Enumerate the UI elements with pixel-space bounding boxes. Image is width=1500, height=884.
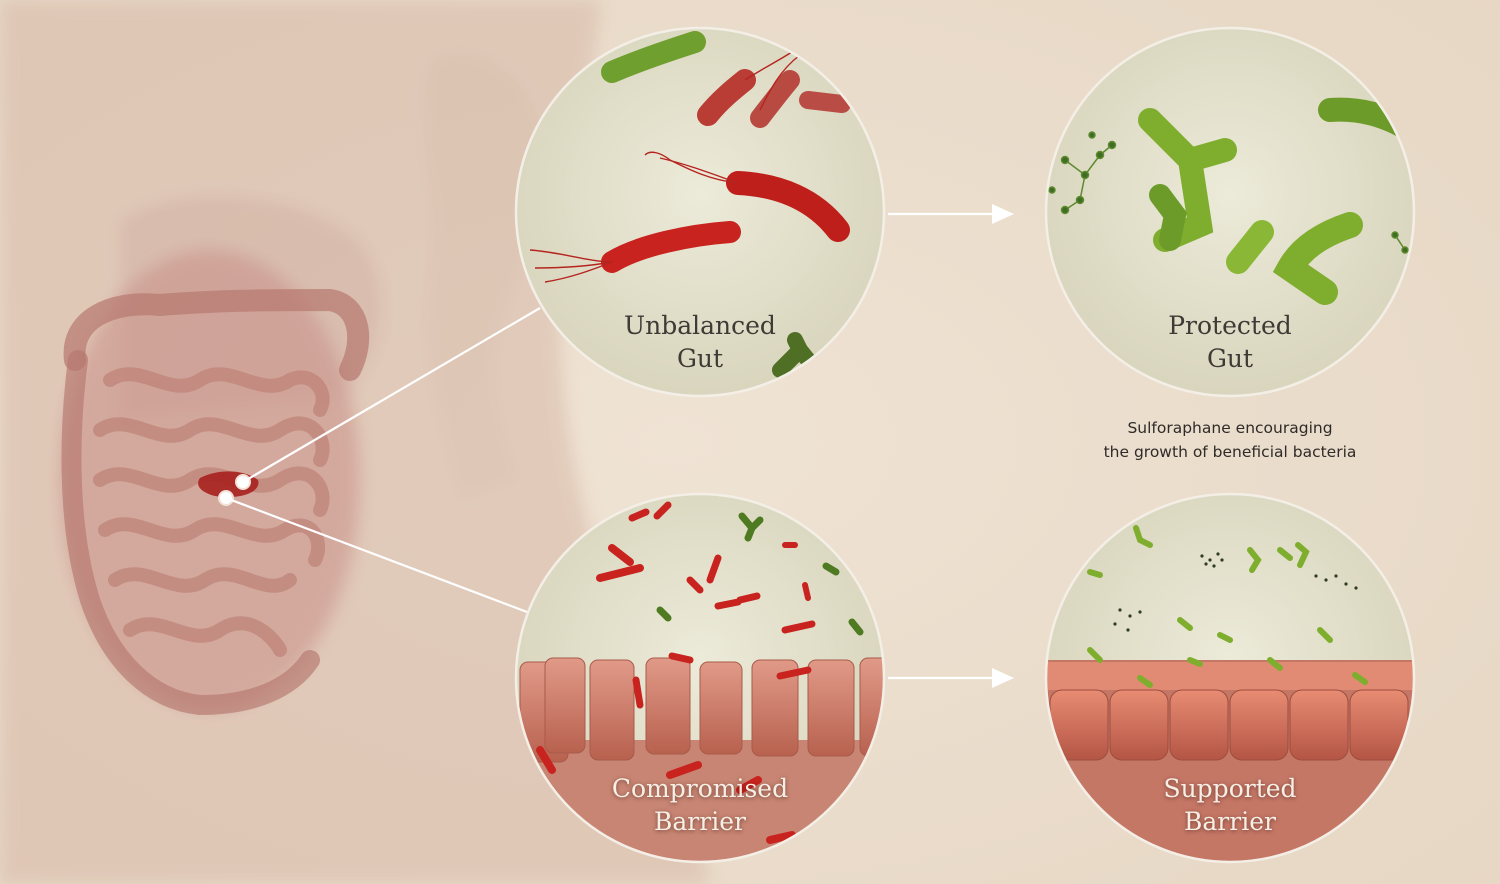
label-unbalanced-gut: Unbalanced Gut [570, 309, 830, 375]
beneficial-bacteria-group [1087, 525, 1368, 688]
label-line-1: Compromised [611, 774, 789, 803]
label-line-2: Barrier [1184, 807, 1276, 836]
label-supported-barrier: Supported Barrier [1100, 772, 1360, 838]
villi-tissue [519, 657, 884, 763]
label-protected-gut: Protected Gut [1100, 309, 1360, 375]
label-line-1: Protected [1168, 311, 1292, 340]
sulforaphane-caption: Sulforaphane encouraging the growth of b… [1070, 416, 1390, 464]
label-line-2: Gut [676, 344, 724, 373]
harmful-bacteria-group [536, 501, 816, 844]
harmful-bacteria-group [529, 49, 851, 283]
molecule-icon [1048, 131, 1409, 254]
molecule-dots [1113, 552, 1358, 632]
label-line-2: Gut [1206, 344, 1254, 373]
connector-lines [225, 307, 541, 614]
arrow-right-icon [888, 204, 1014, 688]
caption-line-1: Sulforaphane encouraging [1127, 419, 1333, 437]
intestine-illustration [60, 250, 370, 716]
panel-protected-gut [1044, 26, 1416, 398]
panel-supported-barrier [1044, 492, 1416, 864]
caption-line-2: the growth of beneficial bacteria [1103, 443, 1357, 461]
label-line-1: Unbalanced [624, 311, 776, 340]
panel-compromised-barrier [514, 492, 886, 864]
label-line-1: Supported [1163, 774, 1297, 803]
label-line-2: Barrier [654, 807, 746, 836]
epithelium-tissue [1049, 689, 1409, 761]
panel-unbalanced-gut [514, 26, 886, 398]
label-compromised-barrier: Compromised Barrier [570, 772, 830, 838]
